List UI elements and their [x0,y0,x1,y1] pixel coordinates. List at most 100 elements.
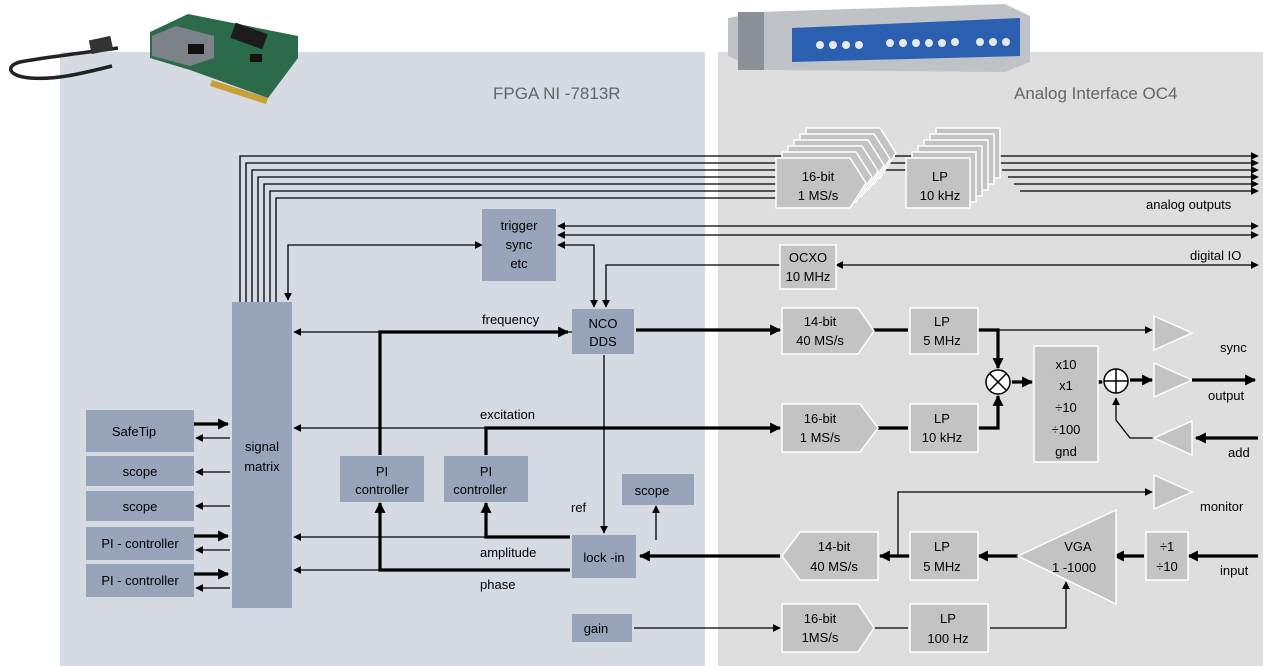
svg-text:÷10: ÷10 [1055,400,1077,415]
svg-text:controller: controller [453,482,507,497]
mixer-symbol [985,369,1011,395]
lp-gain-block: LP 100 Hz [909,603,989,653]
svg-text:PI: PI [480,464,492,479]
svg-text:1 MS/s: 1 MS/s [800,430,841,445]
svg-text:100 Hz: 100 Hz [927,631,968,646]
pi-controller-block-b: PI controller [444,456,528,502]
lp-input-block: LP 5 MHz [909,531,979,581]
svg-text:16-bit: 16-bit [804,411,837,426]
svg-text:1 MS/s: 1 MS/s [798,188,839,203]
monitor-buffer [1153,473,1194,511]
range-selector-block: x10 x1 ÷10 ÷100 gnd [1033,345,1099,463]
add-label: add [1228,445,1250,460]
lockin-block: lock -in [572,535,636,578]
svg-text:x1: x1 [1059,378,1073,393]
analog-outputs-label: analog outputs [1146,197,1232,212]
svg-text:gain: gain [584,621,609,636]
amplitude-label: amplitude [480,545,536,560]
svg-text:1 -1000: 1 -1000 [1052,560,1096,575]
svg-text:PI - controller: PI - controller [101,573,179,588]
frequency-label: frequency [482,312,540,327]
scope-block-2: scope [86,491,194,521]
ocxo-to-nco [602,264,780,308]
svg-text:x10: x10 [1056,357,1077,372]
svg-text:LP: LP [934,539,950,554]
fpga-header: FPGA NI -7813R [493,84,621,103]
scope-block-3: scope [622,474,694,505]
svg-text:÷10: ÷10 [1156,559,1178,574]
svg-text:5 MHz: 5 MHz [923,559,961,574]
svg-text:16-bit: 16-bit [802,169,835,184]
svg-text:10 kHz: 10 kHz [922,430,962,445]
dac-nco-block: 14-bit 40 MS/s [781,307,875,355]
fpga-card-image [9,14,298,104]
ocxo-block: OCXO 10 MHz [779,244,837,290]
attenuator-block: ÷1 ÷10 [1145,531,1189,581]
svg-text:sync: sync [506,237,533,252]
svg-text:NCO: NCO [589,316,618,331]
dac-excitation-block: 16-bit 1 MS/s [781,403,879,453]
svg-text:÷100: ÷100 [1052,422,1081,437]
nco-dds-block: NCO DDS [572,309,634,354]
phase-label: phase [480,577,515,592]
svg-text:DDS: DDS [589,334,617,349]
svg-text:OCXO: OCXO [789,250,827,265]
svg-text:PI - controller: PI - controller [101,536,179,551]
ref-label: ref [571,500,587,515]
output-label: output [1208,388,1245,403]
analog-interface-image [728,4,1030,72]
add-to-adder [1112,397,1154,439]
add-buffer [1152,419,1193,457]
gain-block: gain [572,614,632,642]
sync-label: sync [1220,340,1247,355]
svg-text:10 MHz: 10 MHz [786,269,831,284]
svg-text:1MS/s: 1MS/s [802,630,839,645]
analog-header: Analog Interface OC4 [1014,84,1177,103]
monitor-label: monitor [1200,499,1244,514]
adder-symbol [1103,368,1129,394]
svg-text:scope: scope [123,499,158,514]
pi-controller-block-1: PI - controller [86,527,194,560]
exc-lp-to-mixer [978,394,1004,430]
svg-text:etc: etc [510,256,528,271]
adc-input-block: 14-bit 40 MS/s [781,531,879,581]
output-buffer [1153,361,1194,399]
pi-controller-block-2: PI - controller [86,564,194,597]
lp-excitation-block: LP 10 kHz [909,403,979,453]
dac-output-stack: 16-bit 1 MS/s [775,127,897,209]
svg-text:LP: LP [934,314,950,329]
matrix-to-trigger [284,241,483,301]
svg-text:LP: LP [940,611,956,626]
svg-text:÷1: ÷1 [1160,539,1174,554]
analog-output-bus [239,152,1259,302]
svg-text:14-bit: 14-bit [804,314,837,329]
svg-text:gnd: gnd [1055,444,1077,459]
svg-text:trigger: trigger [501,218,539,233]
monitor-line [897,488,1153,556]
pi1-to-nco [378,326,570,455]
svg-text:10 kHz: 10 kHz [920,188,960,203]
svg-text:scope: scope [635,483,670,498]
dac-gain-block: 16-bit 1MS/s [781,603,875,653]
trigger-block: trigger sync etc [482,209,556,281]
svg-text:signal: signal [245,439,279,454]
pi-controller-block-a: PI controller [340,456,424,502]
svg-text:16-bit: 16-bit [804,611,837,626]
svg-text:controller: controller [355,482,409,497]
sync-buffer [1153,314,1194,352]
scope-block-1: scope [86,456,194,486]
lp-nco-block: LP 5 MHz [909,307,979,355]
gain-lp-to-vga [990,581,1070,629]
svg-text:5 MHz: 5 MHz [923,333,961,348]
signal-matrix-block: signal matrix [232,302,292,608]
svg-text:lock -in: lock -in [583,550,624,565]
svg-text:40 MS/s: 40 MS/s [796,333,844,348]
svg-text:SafeTip: SafeTip [112,424,156,439]
lp-output-stack: LP 10 kHz [905,127,1001,209]
svg-text:scope: scope [123,464,158,479]
safetip-block: SafeTip [86,410,194,452]
svg-text:PI: PI [376,464,388,479]
pi2-to-dac [484,422,782,455]
svg-text:matrix: matrix [244,459,280,474]
